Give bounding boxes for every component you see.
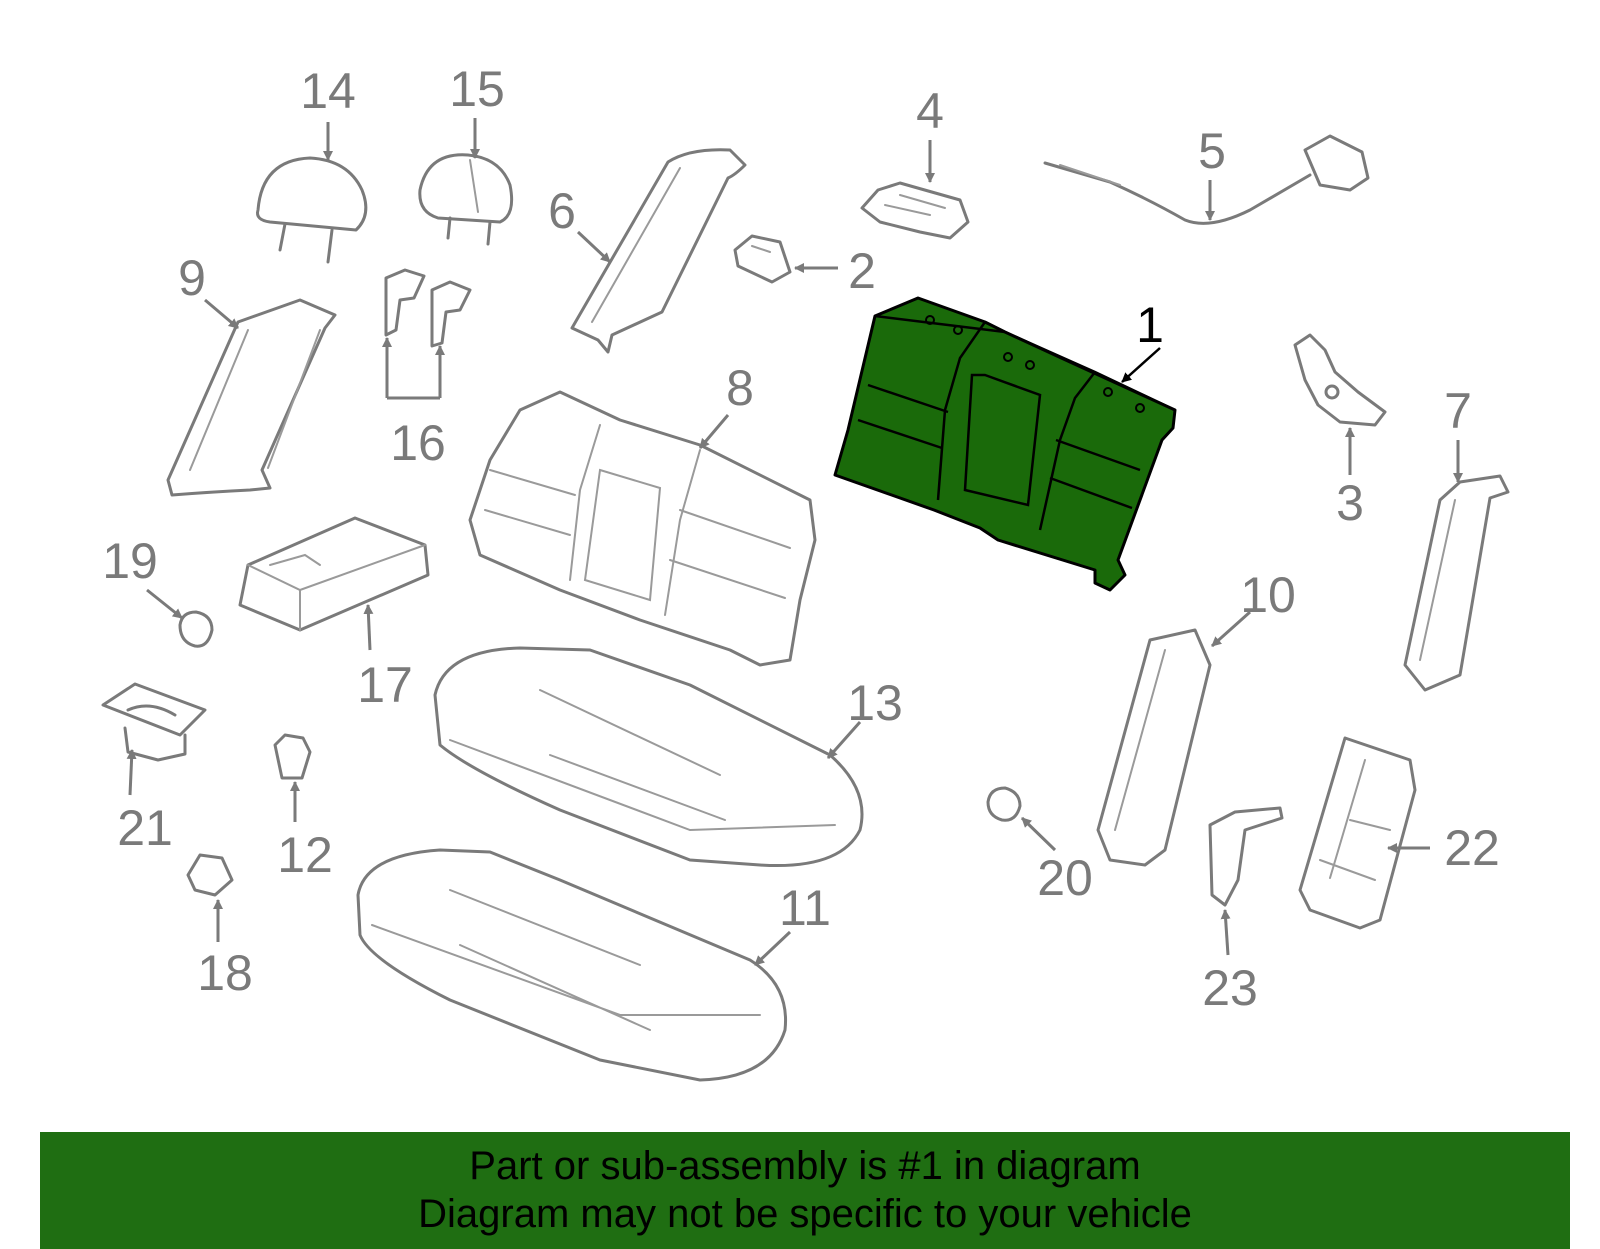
callout-16: 16 [390,415,446,471]
part-15-headrest [418,153,514,246]
callout-7: 7 [1444,383,1472,439]
callout-17: 17 [357,657,413,713]
callout-5: 5 [1198,123,1226,179]
callout-13: 13 [847,675,903,731]
callout-9: 9 [178,250,206,306]
callout-10: 10 [1240,567,1296,623]
callout-21: 21 [117,800,173,856]
part-3-hinge [1293,333,1387,427]
callout-11: 11 [779,880,831,936]
part-21-cup-holder [101,682,207,762]
part-19-plug [178,610,214,648]
callout-20: 20 [1037,850,1093,906]
part-22-panel [1298,736,1417,930]
callout-22: 22 [1444,820,1500,876]
callout-8: 8 [726,360,754,416]
part-11-seat-cushion [356,848,788,1082]
callout-2: 2 [848,243,876,299]
callout-23: 23 [1202,960,1258,1016]
part-16-clips [384,268,472,348]
part-2-clip [733,234,792,284]
part-8-seat-back [468,390,817,667]
part-4-bracket [860,181,970,240]
part-5-cable [1043,134,1370,225]
part-13-seat-cushion-cover [433,646,864,868]
callout-6: 6 [548,183,576,239]
callout-4: 4 [916,83,944,139]
leader-lines [126,118,1463,967]
part-6-side-trim [570,148,747,354]
callout-19: 19 [102,533,158,589]
banner-line-1: Part or sub-assembly is #1 in diagram [469,1144,1141,1188]
parts-diagram: 1 2 3 4 5 6 7 8 9 10 11 12 13 14 15 16 1… [101,61,1510,1082]
part-7-side-trim [1403,474,1510,692]
callout-12: 12 [277,827,333,883]
callout-18: 18 [197,945,253,1001]
part-18-clip [186,853,234,897]
part-23-key-lock [1208,806,1284,907]
part-12-clip [273,733,312,780]
banner-line-2: Diagram may not be specific to your vehi… [418,1192,1192,1236]
part-17-armrest [238,516,430,632]
part-20-plug [986,786,1022,822]
info-banner: Part or sub-assembly is #1 in diagram Di… [40,1132,1570,1249]
callout-3: 3 [1336,475,1364,531]
part-1-seat-back-frame [833,296,1177,592]
part-9-side-trim [166,298,337,497]
part-10-side-trim [1096,628,1212,867]
callout-14: 14 [300,63,356,119]
part-14-headrest [256,156,368,264]
callout-15: 15 [449,61,505,117]
callout-1: 1 [1136,297,1164,353]
